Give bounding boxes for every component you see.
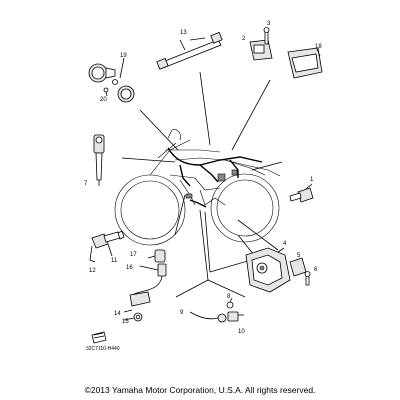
part-group-19-20 [88,57,135,103]
callout-6: 6 [314,267,318,273]
callout-2: 2 [242,36,246,42]
part-group-13 [156,31,223,70]
callout-11: 11 [111,258,118,264]
part-code: 32C7110-H440 [86,346,120,352]
callout-1: 1 [310,177,314,183]
part-group-11-12 [89,230,125,263]
part-group-7 [93,134,105,186]
callout-18: 18 [315,44,322,50]
callout-4: 4 [283,241,287,247]
callout-16: 16 [126,265,133,271]
callout-9: 9 [180,310,184,316]
motorcycle-outline [114,129,281,246]
callout-19: 19 [120,53,127,59]
callout-5: 5 [297,253,301,259]
part-group-1 [289,183,314,203]
callout-12: 12 [89,268,96,274]
wire-harness [167,147,263,208]
callout-8: 8 [227,294,231,300]
copyright-notice: ©2013 Yamaha Motor Corporation, U.S.A. A… [84,385,316,395]
part-group-8-9-10 [189,297,244,323]
callout-14: 14 [114,311,121,317]
part-group-14-15-16-17 [123,249,167,322]
callout-10: 10 [238,329,245,335]
callout-labels: 1 2 3 4 5 6 7 8 9 10 11 12 13 14 15 16 1… [84,21,322,335]
callout-15: 15 [122,319,129,325]
leader-lines [121,71,283,298]
callout-13: 13 [180,30,187,36]
callout-20: 20 [100,97,107,103]
callout-3: 3 [267,21,271,27]
part-group-4-5-6 [245,247,311,293]
part-group-2-3-18 [249,27,323,79]
part-code-badge: 32C7110-H440 [86,331,120,352]
callout-17: 17 [130,252,137,258]
callout-7: 7 [84,181,88,187]
